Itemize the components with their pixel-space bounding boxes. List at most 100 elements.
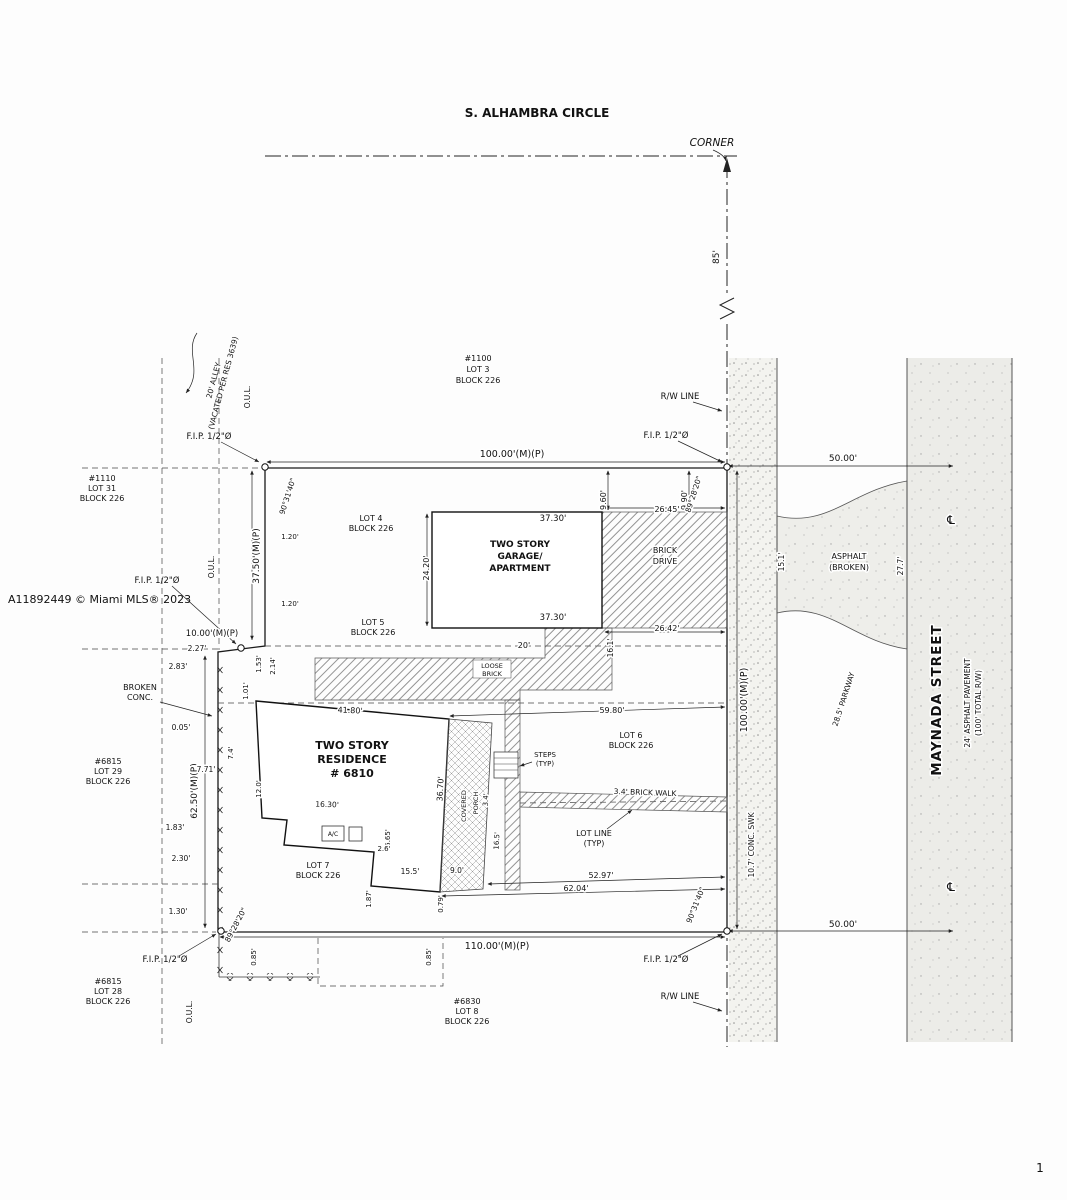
dim-16-30: 16.30' xyxy=(315,800,339,810)
pavement-line2: (100' TOTAL R/W) xyxy=(974,670,983,736)
lot29-label: #6815 LOT 29 BLOCK 226 xyxy=(86,757,131,786)
lot31-line2: LOT 31 xyxy=(88,484,116,493)
angle-se: 90°31'40" xyxy=(684,886,707,925)
brick-walk-horizontal xyxy=(519,791,728,813)
lot7-label: LOT 7 BLOCK 226 xyxy=(296,861,341,880)
dim-41-80: 41.80' xyxy=(337,705,362,715)
dim-3-4: 3.4' xyxy=(482,793,491,807)
garage-line1: TWO STORY xyxy=(490,540,551,550)
residence-outline xyxy=(255,700,450,893)
ac-label: A/C xyxy=(328,831,338,838)
road-surfaces xyxy=(729,358,1013,1042)
oul-label-3: O.U.L. xyxy=(185,1001,194,1023)
asphalt-label-line2: (BROKEN) xyxy=(829,563,869,572)
dim-2-83: 2.83' xyxy=(169,662,188,671)
pavement-label: 24' ASPHALT PAVEMENT (100' TOTAL R/W) xyxy=(962,656,985,749)
angle-sw: 89°28'20" xyxy=(223,906,249,944)
dimension-lines xyxy=(203,460,953,939)
dim-bottom-width: 110.00'(M)(P) xyxy=(465,941,530,952)
rw-line-label-top: R/W LINE xyxy=(661,392,700,402)
dim-0-05: 0.05' xyxy=(172,723,191,732)
dim-1-87: 1.87' xyxy=(365,890,373,908)
lot29-line3: BLOCK 226 xyxy=(86,777,131,786)
lot6-label: LOT 6 BLOCK 226 xyxy=(609,731,654,750)
dim-15-5: 15.5' xyxy=(401,867,420,876)
loose-brick-line1: LOOSE xyxy=(481,662,503,670)
lot28-line2: LOT 28 xyxy=(94,987,122,996)
leader-arrows xyxy=(159,149,727,1012)
oul-label-2: O.U.L. xyxy=(207,556,216,578)
lot5-label: LOT 5 BLOCK 226 xyxy=(351,618,396,637)
equipment-pad-outline xyxy=(348,826,363,842)
dim-52-97: 52.97' xyxy=(588,871,613,880)
hardscape xyxy=(314,511,728,891)
dim-garage-width-n: 37.30' xyxy=(540,514,567,524)
dim-1-20-b: 1.20' xyxy=(281,600,299,608)
lot28-label: #6815 LOT 28 BLOCK 226 xyxy=(86,977,131,1006)
lot31-line1: #1110 xyxy=(88,474,115,483)
residence-line2: RESIDENCE xyxy=(317,753,386,766)
dim-half-rw-top: 50.00' xyxy=(829,454,857,464)
alley-label: 20' ALLEY (VACATED PER RES 3639) xyxy=(204,335,240,430)
dim-west-jog: 10.00'(M)(P) xyxy=(186,629,238,639)
lot31-label: #1110 LOT 31 BLOCK 226 xyxy=(80,474,125,503)
lot28-line1: #6815 xyxy=(94,977,121,986)
lot8-line3: BLOCK 226 xyxy=(445,1017,490,1026)
lot5-line2: BLOCK 226 xyxy=(351,628,396,637)
dim-9-90: 9.90' xyxy=(680,490,689,510)
lot4-label: LOT 4 BLOCK 226 xyxy=(349,514,394,533)
fip-label-nw: F.I.P. 1/2"Ø xyxy=(187,431,232,442)
lot-line-label-line1: LOT LINE xyxy=(576,829,612,838)
steps-label-line1: STEPS xyxy=(534,751,556,759)
fip-label-se: F.I.P. 1/2"Ø xyxy=(644,954,689,965)
brick-walk-vertical xyxy=(504,699,521,891)
dim-2-6: 2.6' xyxy=(377,845,390,853)
dim-1-01: 1.01' xyxy=(242,682,250,700)
dim-85: 85' xyxy=(712,250,722,264)
dim-west-upper: 37.50'(M)(P) xyxy=(252,528,262,583)
garage-outline xyxy=(431,511,603,629)
dim-12-0: 12.0' xyxy=(255,780,263,798)
garage-line2: GARAGE/ xyxy=(497,552,543,562)
lot3-line1: #1100 xyxy=(464,354,491,363)
sidewalk-label: 10.7' CONC. SWK xyxy=(747,811,756,877)
brick-drive-line2: DRIVE xyxy=(653,557,678,566)
steps-outline xyxy=(493,751,519,779)
lot28-line3: BLOCK 226 xyxy=(86,997,131,1006)
dim-1-20-a: 1.20' xyxy=(281,533,299,541)
dim-0-85-b: 0.85' xyxy=(425,948,433,966)
residence-line1: TWO STORY xyxy=(315,739,389,752)
fip-label-sw: F.I.P. 1/2"Ø xyxy=(143,954,188,965)
centerline-symbol-top: ℄ xyxy=(946,513,955,527)
asphalt-label-line1: ASPHALT xyxy=(831,552,866,561)
dim-16-5: 16.5' xyxy=(493,832,502,850)
dim-1-30: 1.30' xyxy=(169,907,188,916)
dim-15-1: 15.1' xyxy=(777,553,786,572)
dim-0-79: 0.79' xyxy=(437,895,445,913)
ac-unit-outline xyxy=(321,825,345,842)
brick-drive-area xyxy=(601,511,728,629)
dim-16-1: 16.1' xyxy=(606,639,615,658)
dim-east-depth: 100.00'(M)(P) xyxy=(739,668,750,733)
fence-lines xyxy=(215,658,444,987)
garage-line3: APARTMENT xyxy=(489,564,551,574)
lot5-line1: LOT 5 xyxy=(362,618,385,627)
lot3-label: #1100 LOT 3 BLOCK 226 xyxy=(456,354,501,385)
broken-conc-line1: BROKEN xyxy=(123,683,157,692)
rw-line-label-bottom: R/W LINE xyxy=(661,992,700,1002)
line-break-symbol xyxy=(718,297,736,320)
residence-line3: # 6810 xyxy=(330,767,374,780)
mls-watermark: A11892449 © Miami MLS® 2023 xyxy=(8,593,191,606)
dim-2-14: 2.14' xyxy=(269,657,277,675)
street-title: S. ALHAMBRA CIRCLE xyxy=(465,106,610,120)
lot29-line2: LOT 29 xyxy=(94,767,122,776)
dim-59-80: 59.80' xyxy=(599,706,624,715)
dim-7-4: 7.4' xyxy=(227,746,235,759)
dim-5-65: 5.65' xyxy=(384,829,392,847)
brick-walk-label: 3.4' BRICK WALK xyxy=(614,787,678,798)
buildings xyxy=(255,511,603,893)
lot8-line2: LOT 8 xyxy=(456,1007,479,1016)
dim-27-7: 27.7' xyxy=(896,557,905,576)
lot6-line1: LOT 6 xyxy=(620,731,643,740)
north-arrowhead xyxy=(723,158,731,172)
